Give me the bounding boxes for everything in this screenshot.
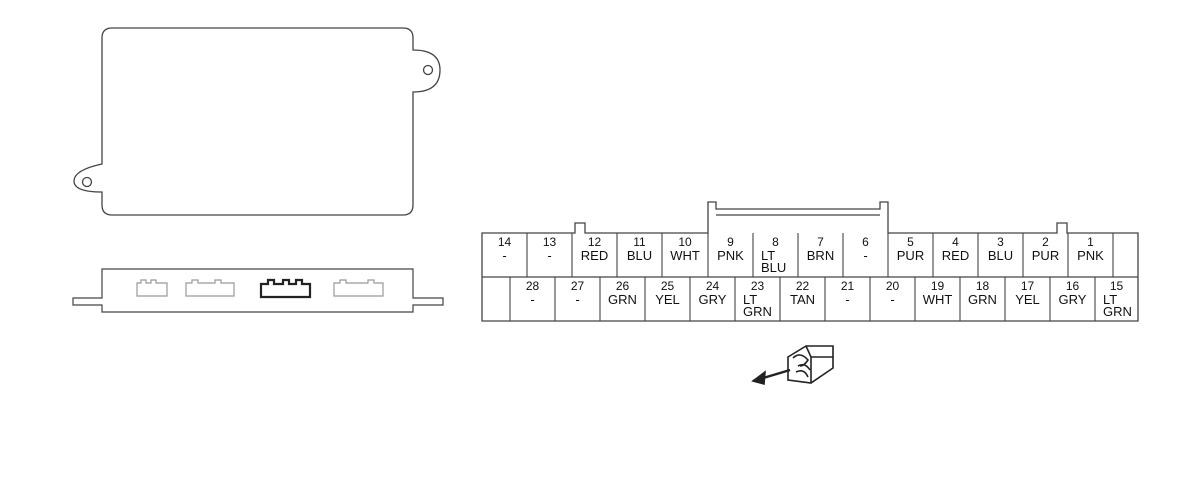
wire-color: -	[502, 248, 506, 263]
wire-color: RED	[942, 248, 969, 263]
pin-number: 9	[727, 235, 734, 249]
pin-number: 2	[1042, 235, 1049, 249]
wire-color: -	[547, 248, 551, 263]
pin-number: 14	[498, 235, 512, 249]
wire-color: PUR	[897, 248, 924, 263]
wire-color: PNK	[717, 248, 744, 263]
pin-number: 19	[931, 279, 945, 293]
wire-color: YEL	[1015, 292, 1040, 307]
module-side-view	[72, 268, 444, 313]
pin-number: 24	[706, 279, 720, 293]
mounting-hole-left	[81, 176, 93, 188]
connector-outline	[481, 201, 1139, 322]
pin-number: 28	[526, 279, 540, 293]
side-socket-1	[136, 279, 168, 297]
wire-color: GRN	[608, 292, 637, 307]
pin-number: 18	[976, 279, 990, 293]
wire-color: PNK	[1077, 248, 1104, 263]
pin-number: 16	[1066, 279, 1080, 293]
wire-color: YEL	[655, 292, 680, 307]
pin-number: 4	[952, 235, 959, 249]
pin-number: 25	[661, 279, 675, 293]
wire-color: TAN	[790, 292, 815, 307]
pin-number: 20	[886, 279, 900, 293]
pin-number: 5	[907, 235, 914, 249]
wire-color: BRN	[807, 248, 834, 263]
pin-number: 3	[997, 235, 1004, 249]
pin-number: 8	[772, 235, 779, 249]
module-top-view	[73, 27, 441, 216]
pin-number: 26	[616, 279, 630, 293]
mounting-hole-right	[422, 64, 434, 76]
pin-number: 1	[1087, 235, 1094, 249]
wire-color: GRY	[1059, 292, 1087, 307]
wire-color: -	[575, 292, 579, 307]
pin-number: 17	[1021, 279, 1035, 293]
pin-number: 15	[1110, 279, 1124, 293]
side-socket-4	[333, 279, 384, 297]
pin-number: 13	[543, 235, 557, 249]
wire-color: BLU	[627, 248, 652, 263]
wire-color: -	[530, 292, 534, 307]
pin-number: 22	[796, 279, 810, 293]
wire-color: WHT	[670, 248, 700, 263]
pin-number: 11	[633, 235, 646, 249]
pin-number: 21	[841, 279, 855, 293]
wire-color: BLU	[988, 248, 1013, 263]
pin-number: 10	[678, 235, 692, 249]
pin-number: 23	[751, 279, 765, 293]
wire-color: -	[863, 248, 867, 263]
pin-number: 6	[862, 235, 869, 249]
pin-number: 27	[571, 279, 585, 293]
side-socket-2	[185, 279, 235, 297]
wire-color: GRN	[968, 292, 997, 307]
wire-color: RED	[581, 248, 608, 263]
wire-color: -	[845, 292, 849, 307]
module-outline	[73, 27, 441, 216]
side-socket-highlighted	[259, 278, 312, 299]
side-body	[72, 268, 444, 313]
hand-pointing-connector-icon	[751, 345, 834, 386]
wire-color: PUR	[1032, 248, 1059, 263]
pin-number: 12	[588, 235, 602, 249]
wire-color: -	[890, 292, 894, 307]
wire-color: WHT	[923, 292, 953, 307]
wire-color: GRY	[699, 292, 727, 307]
pin-number: 7	[817, 235, 824, 249]
